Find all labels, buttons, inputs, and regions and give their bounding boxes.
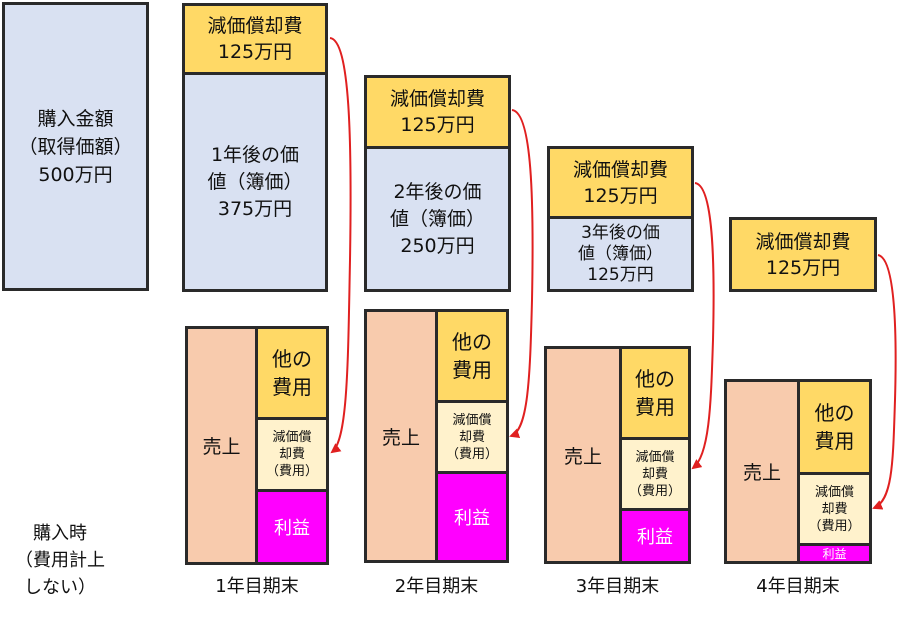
year1-other-costs-box: 他の 費用	[255, 326, 329, 420]
purchase-amount-box: 購入金額 （取得価額） 500万円	[2, 2, 149, 291]
year4-sales-bar: 売上	[724, 379, 800, 564]
year1-profit-box: 利益	[255, 489, 329, 565]
year1-sales-bar: 売上	[185, 326, 258, 565]
purchase-amount-text: 購入金額 （取得価額） 500万円	[18, 107, 133, 186]
year4-arrow	[872, 254, 897, 510]
year1-period-label: 1年目期末	[215, 576, 299, 597]
year2-other-costs-box: 他の 費用	[435, 309, 509, 403]
year1-book-value-box: 1年後の価 値（簿価） 375万円	[182, 72, 328, 292]
year1-depreciation-box: 減価償却費 125万円	[182, 3, 328, 75]
year3-book-value-box: 3年後の価 値（簿価） 125万円	[547, 216, 694, 292]
year1-arrow	[329, 37, 352, 454]
year4-period-label: 4年目期末	[756, 576, 840, 597]
purchase-caption: 購入時 （費用計上 しない）	[15, 523, 105, 598]
year2-depreciation-expense-box: 減価償 却費 （費用）	[435, 400, 509, 474]
year2-profit-box: 利益	[435, 471, 509, 563]
year2-sales-bar: 売上	[364, 309, 438, 563]
year1-depreciation-expense-box: 減価償 却費 （費用）	[255, 417, 329, 492]
year4-profit-box: 利益	[797, 543, 872, 564]
year3-other-costs-box: 他の 費用	[619, 346, 691, 440]
year3-sales-bar: 売上	[544, 346, 622, 564]
year2-arrow	[509, 109, 534, 439]
year3-profit-box: 利益	[619, 508, 691, 564]
year3-period-label: 3年目期末	[575, 576, 660, 597]
year4-other-costs-box: 他の 費用	[797, 379, 872, 475]
year4-depreciation-expense-box: 減価償 却費 （費用）	[797, 472, 872, 546]
year3-arrow	[691, 182, 715, 470]
year2-period-label: 2年目期末	[394, 576, 479, 597]
year2-depreciation-box: 減価償却費 125万円	[364, 75, 511, 149]
year3-depreciation-box: 減価償却費 125万円	[547, 146, 694, 219]
year3-depreciation-expense-box: 減価償 却費 （費用）	[619, 437, 691, 511]
year2-book-value-box: 2年後の価 値（簿価） 250万円	[364, 146, 511, 292]
year4-depreciation-box: 減価償却費 125万円	[729, 217, 877, 292]
